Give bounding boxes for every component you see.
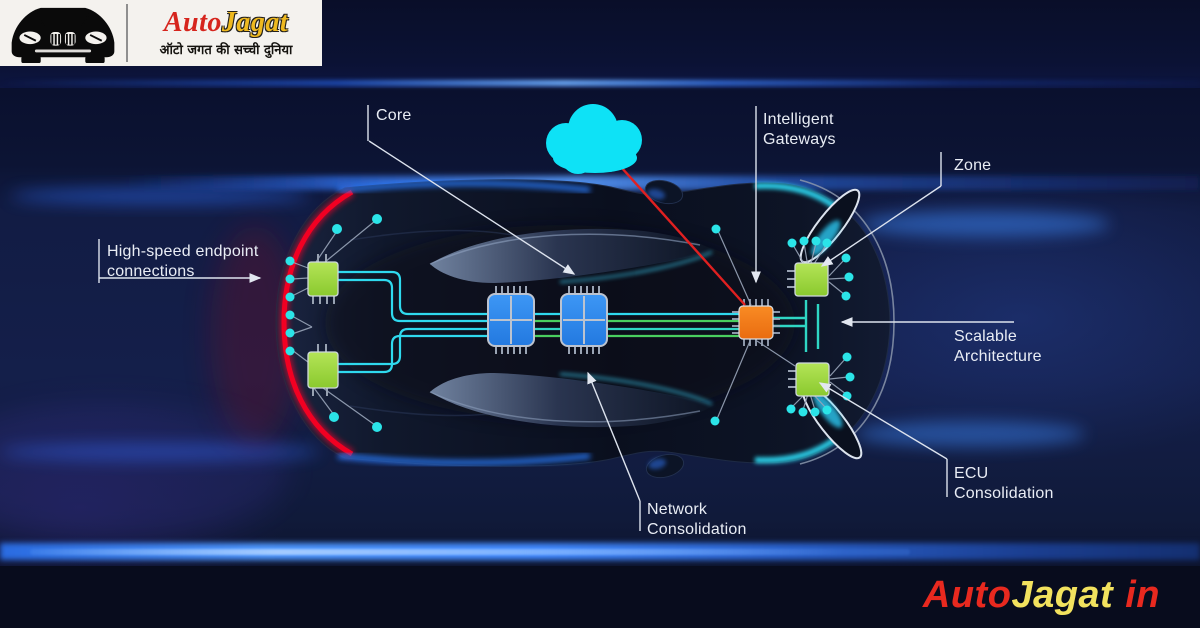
core-chip-1	[487, 286, 535, 354]
label-core: Core	[376, 107, 412, 124]
core-computer-chips	[487, 286, 608, 354]
label-network-consolidation: Network Consolidation	[647, 501, 747, 538]
leader-core-arrow	[368, 140, 576, 275]
zone-chip-front-bottom	[307, 344, 339, 396]
label-ecu-consolidation: ECU Consolidation	[954, 465, 1054, 502]
label-intelligent-gateways: Intelligent Gateways	[763, 111, 836, 148]
footer-brand-suffix: in	[1125, 574, 1160, 616]
top-bar-glow-line	[0, 80, 1200, 86]
leader-network-arrow	[587, 371, 641, 502]
brand-name-jagat: Jagat	[221, 6, 289, 38]
label-scalable-architecture: Scalable Architecture	[954, 328, 1042, 365]
side-mirrors	[644, 179, 685, 479]
brand-name-auto: Auto	[163, 6, 222, 38]
leader-ecu-arrow	[818, 382, 948, 460]
footer-brand-auto: Auto	[922, 574, 1012, 616]
red-haze	[210, 225, 300, 445]
background-light-streaks	[0, 176, 1200, 540]
bottom-glow-core	[30, 549, 910, 555]
brand-name-block: AutoJagat ऑटो जगत की सच्ची दुनिया	[136, 6, 322, 58]
label-high-speed-endpoint-connections: High-speed endpoint connections	[107, 243, 259, 280]
brand-divider	[126, 4, 128, 62]
brand-tagline: ऑटो जगत की सच्ची दुनिया	[159, 42, 293, 58]
zone-chip-rear-top	[787, 262, 829, 297]
car-logo-icon	[11, 7, 115, 64]
brand-name: AutoJagat	[136, 6, 316, 38]
top-bar: AutoJagat ऑटो जगत की सच्ची दुनिया	[0, 0, 1200, 88]
front-red-arc	[281, 189, 354, 457]
cloud-icon	[546, 104, 642, 174]
windshield-swooshes	[429, 228, 714, 428]
footer-brand-jagat: Jagat	[1011, 574, 1114, 616]
label-zone: Zone	[954, 157, 992, 174]
brand-box: AutoJagat ऑटो जगत की सच्ची दुनिया	[0, 0, 322, 66]
zone-chip-front-top	[307, 254, 339, 304]
cloud-alert-line	[620, 166, 746, 306]
leader-zone-arrow	[820, 185, 942, 267]
endpoint-links	[291, 220, 849, 426]
leader-lines	[98, 105, 1014, 531]
gateway-chip	[732, 299, 780, 346]
zone-controller-chips	[307, 254, 830, 397]
core-chip-2	[560, 286, 608, 354]
